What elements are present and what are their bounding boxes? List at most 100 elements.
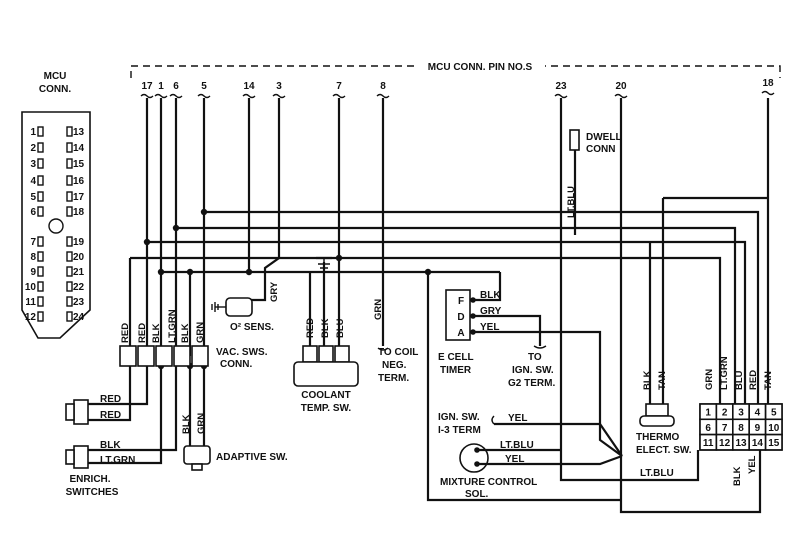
vac-wire-ltgrn: LT.GRN [167,309,178,343]
enrich-switches: RED RED BLK LT.GRN ENRICH. SWITCHES [65,366,178,498]
terminal-cell [764,433,783,451]
ecell-wire-gry: GRY [480,306,502,317]
vac-wire-red-2: RED [137,323,148,343]
mcu-pin-socket [66,175,73,186]
mcu-pin-socket [37,206,44,217]
enrich-wire-blk: BLK [100,440,121,451]
mcu-pin-7: 7 [30,237,36,248]
coolant-temp-switch: RED BLK BLU COOLANT TEMP. SW. [293,318,359,414]
ecell-label-2: TIMER [440,365,472,376]
adaptive-switch: BLK GRN ADAPTIVE SW. [181,366,288,471]
thermo-wire-blk: BLK [642,370,653,390]
coil-label-2: NEG. [382,360,407,371]
dwell-label: DWELL [586,132,622,143]
mcu-pin-socket [37,251,44,262]
mcu-pin-9: 9 [30,267,36,278]
vac-wire-blk-2: BLK [180,323,191,343]
header-title: MCU CONN. PIN NO.S [428,62,533,73]
vac-wire-grn: GRN [195,322,206,343]
ecell-wire-blk: BLK [480,290,501,301]
mcu-pin-17: 17 [73,192,85,203]
mixture-label-2: SOL. [465,489,489,500]
thermo-elect-switch: BLK TAN THERMO ELECT. SW. [636,242,692,456]
coil-label-3: TERM. [378,373,409,384]
vac-switches-label-2: CONN. [220,359,252,370]
terminal-4: 4 [755,408,761,419]
tb-wire-tan: TAN [763,371,774,390]
ecell-ign-label: TO [528,352,542,363]
ecell-pin-d: D [457,312,464,323]
terminal-7: 7 [722,423,728,434]
mcu-pin-21: 21 [73,267,85,278]
mcu-pin-6: 6 [30,207,36,218]
ecell-pin-f: F [458,296,464,307]
mcu-pin-socket [66,281,73,292]
coolant-label: COOLANT [301,390,350,401]
adaptive-label: ADAPTIVE SW. [216,452,288,463]
vac-switches-label: VAC. SWS. [216,347,268,358]
terminal-6: 6 [705,423,711,434]
vac-wire-red-1: RED [120,323,131,343]
mcu-pin-14: 14 [73,143,85,154]
coolant-wire-blu: BLU [335,318,346,338]
mcu-pin-3: 3 [30,159,36,170]
mcu-pin-socket [66,311,73,322]
mcu-pin-socket [37,311,44,322]
tb-wire-ltblu: LT.BLU [640,468,674,479]
terminal-13: 13 [735,438,747,449]
o2-label: O² SENS. [230,322,274,333]
tb-wire-blk: BLK [732,466,743,486]
mixture-label: MIXTURE CONTROL [440,477,537,488]
mcu-connector: MCU CONN. 123456789101112131415161718192… [21,71,91,339]
mcu-pin-5: 5 [30,192,36,203]
mcu-pin-13: 13 [73,127,85,138]
vac-wire-blk: BLK [151,323,162,343]
pin-label-14: 14 [243,81,255,92]
mcu-pin-socket [37,236,44,247]
mcu-pin-20: 20 [73,252,85,263]
pin-label-17: 17 [141,81,153,92]
vac-switches-connector: RED RED BLK LT.GRN BLK GRN VAC. SWS. CON… [119,309,268,370]
enrich-wire-red-1: RED [100,394,121,405]
mixture-control-solenoid: LT.BLU YEL MIXTURE CONTROL SOL. [440,440,623,500]
mcu-pin-11: 11 [25,297,36,308]
ecell-label: E CELL [438,352,474,363]
mcu-pin-socket [37,158,44,169]
mcu-connector-title-2: CONN. [39,84,71,95]
pin-label-8: 8 [380,81,386,92]
ecell-ign-label-3: G2 TERM. [508,378,555,389]
mcu-pin-2: 2 [30,143,36,154]
mcu-pin-24: 24 [73,312,85,323]
dwell-label-2: CONN [586,144,615,155]
mcu-pin-22: 22 [73,282,85,293]
o2-wire-gry: GRY [269,281,280,302]
coil-lead: GRN TO COIL NEG. TERM. [373,299,418,384]
ecell-ign-label-2: IGN. SW. [512,365,554,376]
wiring [128,98,770,514]
pin-label-7: 7 [336,81,342,92]
mcu-pin-socket [37,142,44,153]
terminal-9: 9 [755,423,761,434]
thermo-wire-tan: TAN [657,371,668,390]
pin-label-18: 18 [762,78,774,89]
dwell-connector: DWELL CONN LT.BLU [566,129,622,235]
enrich-label: ENRICH. [69,474,110,485]
enrich-label-2: SWITCHES [66,487,119,498]
mcu-pin-socket [66,158,73,169]
terminal-2: 2 [722,408,728,419]
ecell-wire-yel: YEL [480,322,499,333]
terminal-8: 8 [738,423,744,434]
terminal-15: 15 [768,438,780,449]
mcu-connector-title: MCU [44,71,67,82]
pin-label-1: 1 [158,81,164,92]
coolant-wire-blk: BLK [320,318,331,338]
coolant-label-2: TEMP. SW. [301,403,352,414]
mcu-pin-socket [66,251,73,262]
coil-wire-grn: GRN [373,299,384,320]
terminal-10: 10 [768,423,780,434]
pin-label-6: 6 [173,81,179,92]
mcu-pin-16: 16 [73,176,85,187]
